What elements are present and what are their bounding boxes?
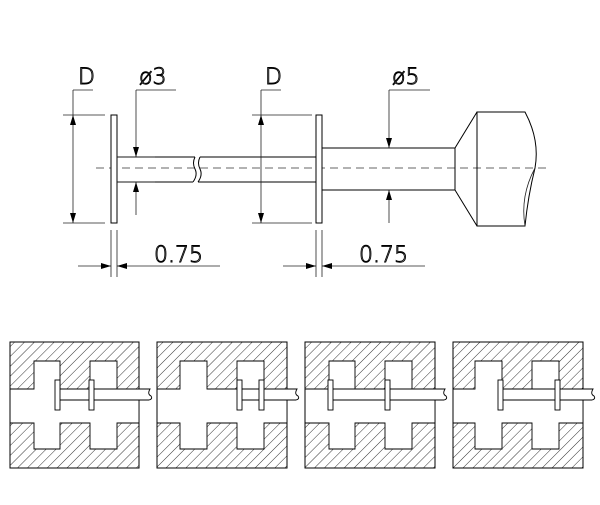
label-gap-left: 0.75: [154, 243, 203, 268]
rod: [60, 388, 153, 401]
label-diameter-3: ø3: [139, 65, 166, 90]
rod-flange: [236, 379, 243, 411]
rod-flange: [258, 379, 265, 411]
cross-section-panels: [9, 341, 596, 469]
thin-rod: [117, 156, 316, 183]
cone: [454, 111, 478, 227]
rod-flange: [554, 379, 561, 411]
cross-section-panel: [452, 341, 596, 469]
dimension-gap-right: 0.75: [283, 230, 425, 277]
label-diameter-5: ø5: [392, 65, 419, 90]
rod: [503, 388, 596, 401]
cross-section-panel: [9, 341, 153, 469]
rod: [242, 388, 300, 401]
dimension-d-left: D: [63, 65, 105, 224]
cross-section-panel: [304, 341, 448, 469]
cross-section-panel: [156, 341, 300, 469]
dimension-diameter-3: ø3: [117, 65, 176, 215]
dimension-diameter-5: ø5: [380, 65, 430, 223]
label-d-left: D: [78, 65, 95, 90]
dimension-d-right: D: [252, 65, 312, 224]
probe-drawing: D ø3 D ø5: [63, 65, 548, 277]
rod-flange: [88, 379, 95, 411]
head: [476, 111, 537, 227]
cavity: [304, 360, 436, 450]
rod-flange: [54, 379, 61, 411]
label-d-right: D: [265, 65, 282, 90]
cavity: [156, 360, 288, 450]
flange-right: [315, 114, 323, 224]
rod-flange: [327, 379, 334, 411]
rod-flange: [497, 379, 504, 411]
cavity: [9, 360, 140, 450]
rod-flange: [384, 379, 391, 411]
dimension-gap-left: 0.75: [78, 230, 220, 277]
cavity: [452, 360, 584, 450]
label-gap-right: 0.75: [359, 243, 408, 268]
thick-shaft: [321, 147, 456, 191]
flange-left: [110, 114, 118, 224]
